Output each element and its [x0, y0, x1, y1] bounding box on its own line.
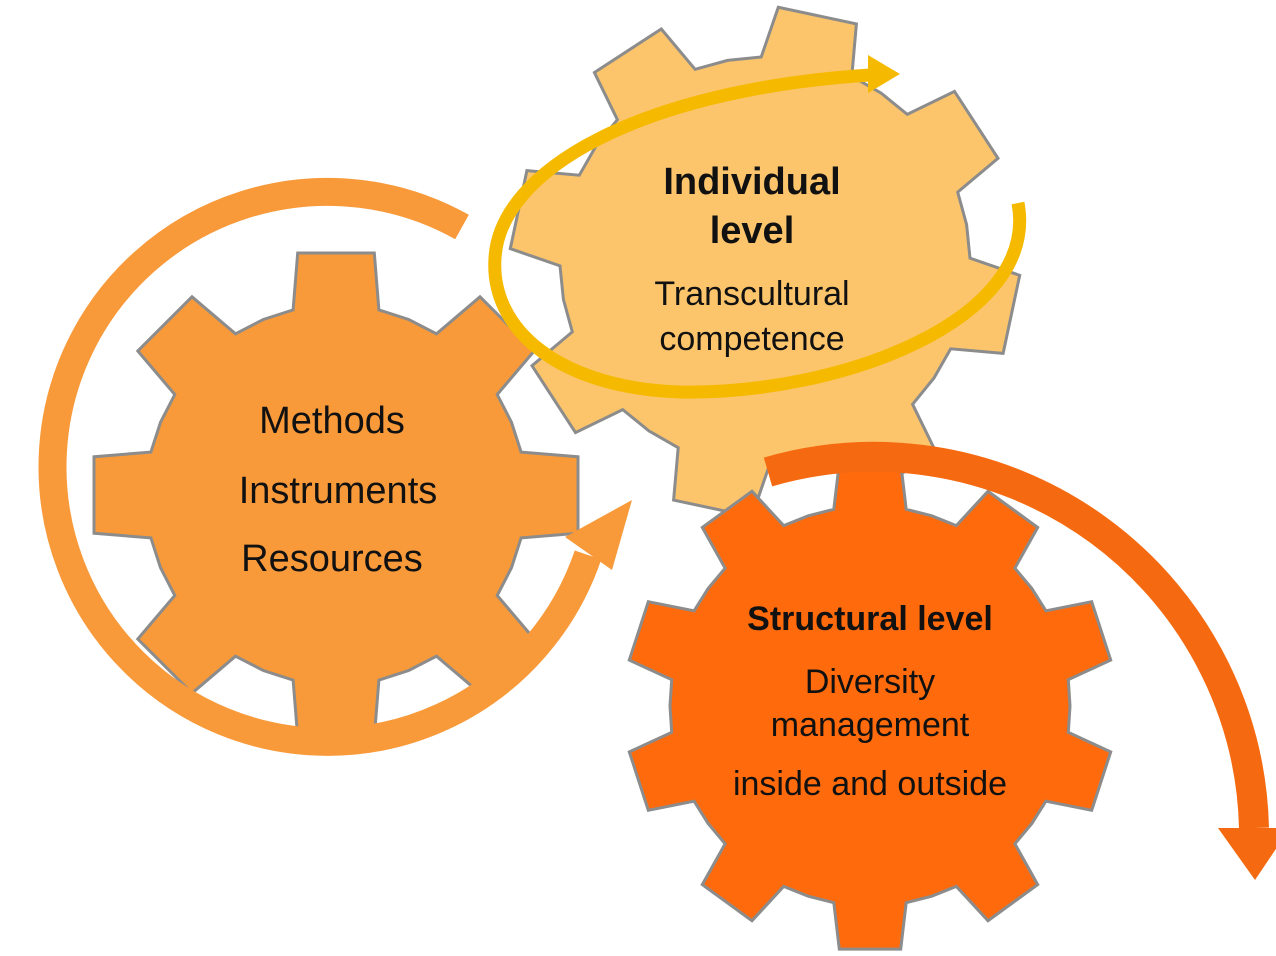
individual-title-line2: level — [710, 210, 795, 252]
resources-label: Resources — [241, 538, 423, 580]
individual-sub-line1: Transcultural — [654, 275, 849, 313]
structural-title: Structural level — [747, 600, 993, 638]
individual-sub-line2: competence — [659, 320, 844, 358]
structural-sub-line2: management — [771, 706, 970, 744]
structural-cycle-arrow — [763, 441, 1269, 829]
structural-sub-line3: inside and outside — [733, 765, 1007, 803]
individual-cycle-arrow — [488, 68, 1027, 399]
instruments-label: Instruments — [239, 470, 438, 512]
methods-cycle-arrowhead — [565, 500, 632, 570]
individual-cycle-arrowhead — [868, 55, 900, 93]
methods-label: Methods — [259, 400, 405, 442]
individual-title-line1: Individual — [663, 161, 840, 203]
structural-cycle-arrowhead — [1218, 828, 1276, 880]
structural-level-gear — [627, 461, 1113, 951]
methods-gear — [92, 251, 580, 739]
methods-cycle-arrow — [38, 177, 602, 756]
structural-sub-line1: Diversity — [805, 663, 935, 701]
